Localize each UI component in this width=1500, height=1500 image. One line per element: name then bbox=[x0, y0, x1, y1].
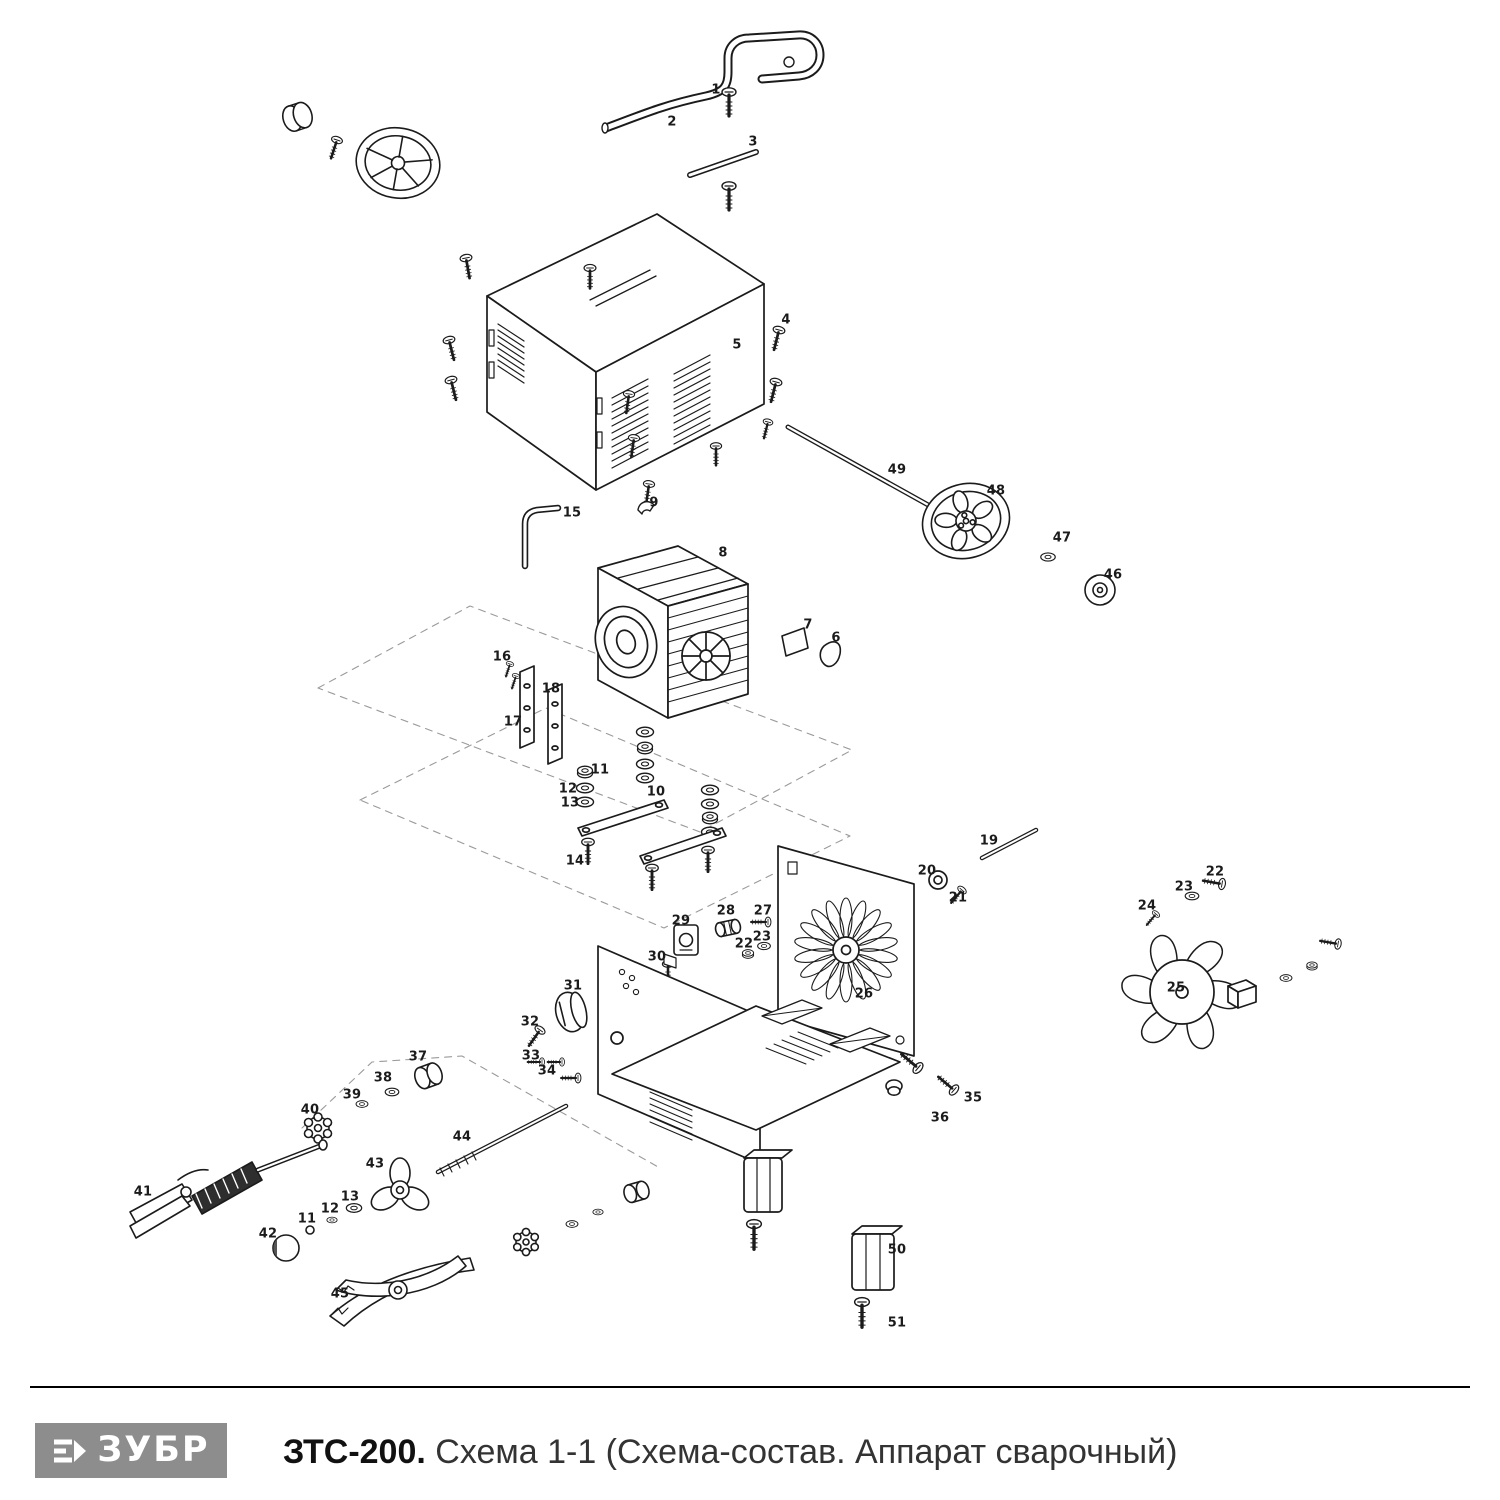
handle-assembly bbox=[601, 35, 820, 212]
handle-knob-chain bbox=[303, 1062, 569, 1211]
tri-knob-43 bbox=[370, 1157, 430, 1211]
rear-fan bbox=[792, 897, 900, 1003]
bushing-20 bbox=[928, 870, 948, 890]
brand-logo: ЗУБР bbox=[35, 1423, 227, 1478]
pulley-46 bbox=[1084, 574, 1116, 606]
tray-vent-hatch bbox=[765, 1031, 839, 1065]
construction-lines bbox=[301, 605, 853, 1169]
small-wheel bbox=[355, 126, 441, 200]
brand-arrow-icon bbox=[54, 1439, 87, 1462]
ribbed-sleeve-28 bbox=[714, 918, 742, 938]
socket-29 bbox=[673, 924, 699, 956]
core-fins bbox=[681, 631, 731, 681]
right-bottom-screws bbox=[885, 1047, 962, 1099]
clip-and-bracket bbox=[521, 500, 655, 570]
cap-and-wheel-top-left bbox=[281, 101, 441, 200]
connector-cluster bbox=[661, 915, 773, 985]
terminal-blocks bbox=[743, 1149, 903, 1329]
axle-and-wheel bbox=[785, 424, 1116, 606]
base-and-front-panel bbox=[597, 945, 901, 1165]
transformer-assembly bbox=[501, 545, 749, 892]
electrode-holder-and-clamp bbox=[129, 1139, 650, 1327]
diagram-caption: ЗТС-200. Схема 1-1 (Схема-состав. Аппара… bbox=[283, 1433, 1177, 1472]
top-cover bbox=[441, 213, 787, 506]
wheel-48 bbox=[921, 482, 1011, 560]
model-number: ЗТС-200. bbox=[283, 1433, 426, 1471]
scheme-title: Схема 1-1 (Схема-состав. Аппарат сварочн… bbox=[435, 1433, 1178, 1471]
impeller-25 bbox=[1117, 930, 1247, 1054]
cap-42 bbox=[272, 1234, 300, 1262]
rear-panel-assembly bbox=[777, 827, 1344, 1057]
selector-knob bbox=[523, 991, 588, 1085]
gasket-and-grommet bbox=[781, 627, 842, 668]
ground-clamp-45 bbox=[329, 1255, 475, 1327]
capacitor-cube bbox=[1227, 979, 1257, 1009]
mid-star-knob bbox=[512, 1227, 540, 1257]
star-knob-40 bbox=[303, 1112, 333, 1144]
footer-divider bbox=[30, 1386, 1470, 1388]
brand-name: ЗУБР bbox=[97, 1430, 210, 1470]
